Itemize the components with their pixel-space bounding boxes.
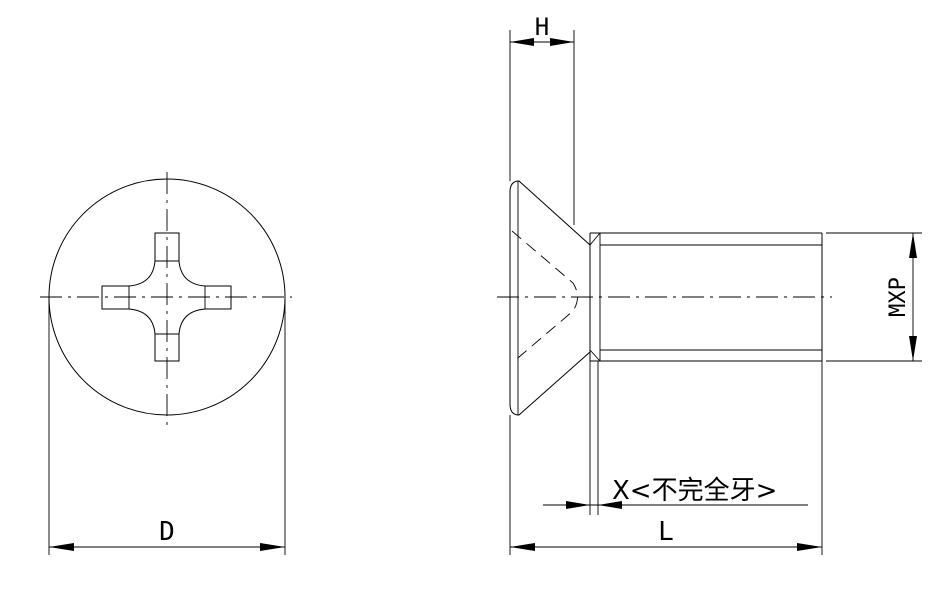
x-arrow-left	[566, 501, 590, 509]
diameter-label: D	[159, 517, 175, 547]
x-arrow-right	[598, 501, 622, 509]
thread-chamfer-bottom	[589, 349, 601, 362]
d-arrow-left	[49, 543, 74, 551]
h-arrow-left	[510, 38, 534, 46]
countersunk-head	[509, 180, 591, 416]
incomplete-thread-label: X<不完全牙>	[612, 476, 777, 506]
head-height-label: H	[535, 13, 549, 41]
side-view: H MXP X<不完全牙> L	[497, 13, 922, 555]
mxp-arrow-top	[909, 233, 917, 258]
h-arrow-right	[550, 38, 574, 46]
front-view: D	[40, 172, 292, 555]
thread-spec-label: MXP	[886, 277, 911, 317]
d-arrow-right	[260, 543, 285, 551]
l-arrow-right	[797, 543, 822, 551]
length-label: L	[658, 517, 674, 547]
l-arrow-left	[510, 543, 535, 551]
mxp-arrow-bottom	[909, 336, 917, 361]
thread-chamfer-top	[589, 232, 601, 246]
phillips-recess	[101, 232, 232, 362]
